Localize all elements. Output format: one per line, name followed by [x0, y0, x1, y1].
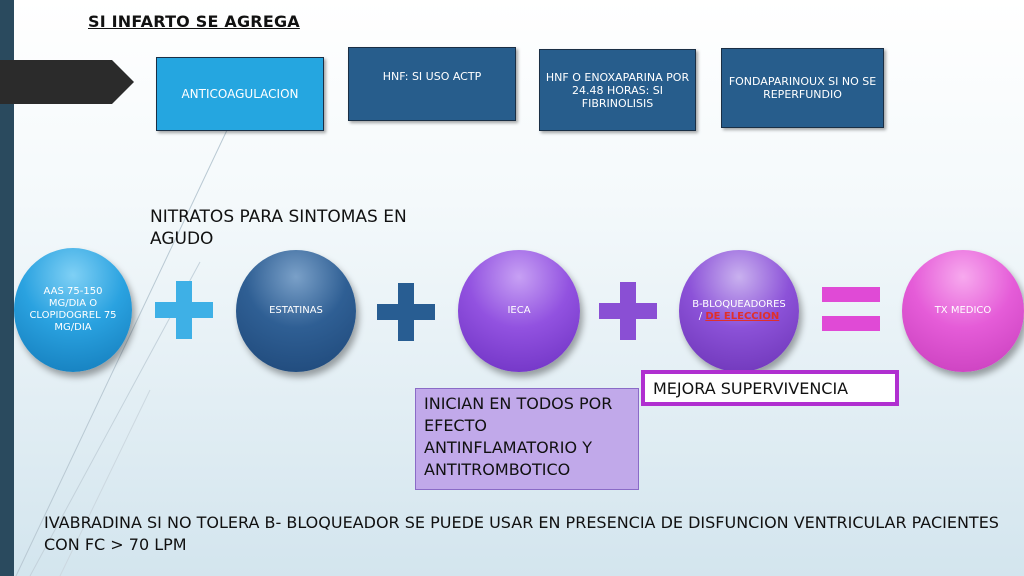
- plus-sign-1: [155, 281, 213, 339]
- bbloqueadores-text: B-BLOQUEADORES / DE ELECCION: [690, 299, 788, 323]
- left-accent-bar: [0, 0, 14, 576]
- aas-label: AAS 75-150 MG/DIA O CLOPIDOGREL 75 MG/DI…: [29, 286, 117, 333]
- estatinas-circle: ESTATINAS: [236, 250, 356, 372]
- ieca-label: IECA: [507, 305, 531, 316]
- ieca-circle: IECA: [458, 250, 580, 372]
- bbloqueadores-label: B-BLOQUEADORES: [692, 299, 786, 310]
- estatinas-label: ESTATINAS: [269, 305, 323, 316]
- bbloqueadores-circle: B-BLOQUEADORES / DE ELECCION: [679, 250, 799, 372]
- aas-circle: AAS 75-150 MG/DIA O CLOPIDOGREL 75 MG/DI…: [14, 248, 132, 372]
- equals-sign: [822, 287, 880, 331]
- nitratos-note: NITRATOS PARA SINTOMAS EN AGUDO: [150, 207, 407, 249]
- plus-sign-3: [599, 282, 657, 340]
- de-eleccion-link[interactable]: DE ELECCION: [705, 311, 780, 322]
- hnf-actp-box: HNF: SI USO ACTP: [348, 47, 516, 121]
- inician-note: INICIAN EN TODOS POR EFECTO ANTINFLAMATO…: [415, 388, 639, 490]
- anticoagulacion-box: ANTICOAGULACION: [156, 57, 324, 131]
- slide-title: SI INFARTO SE AGREGA: [88, 12, 300, 31]
- arrow-tab: [0, 60, 134, 104]
- ivabradina-note: IVABRADINA SI NO TOLERA B- BLOQUEADOR SE…: [44, 513, 999, 554]
- plus-sign-2: [377, 283, 435, 341]
- bbloqueadores-slash: /: [698, 311, 706, 322]
- mejora-supervivencia-box: MEJORA SUPERVIVENCIA: [641, 370, 899, 406]
- fondaparinoux-box: FONDAPARINOUX SI NO SE REPERFUNDIO: [721, 48, 884, 128]
- hnf-enoxaparina-box: HNF O ENOXAPARINA POR 24.48 HORAS: SI FI…: [539, 49, 696, 131]
- tx-medico-circle: TX MEDICO: [902, 250, 1024, 372]
- tx-medico-label: TX MEDICO: [934, 305, 992, 316]
